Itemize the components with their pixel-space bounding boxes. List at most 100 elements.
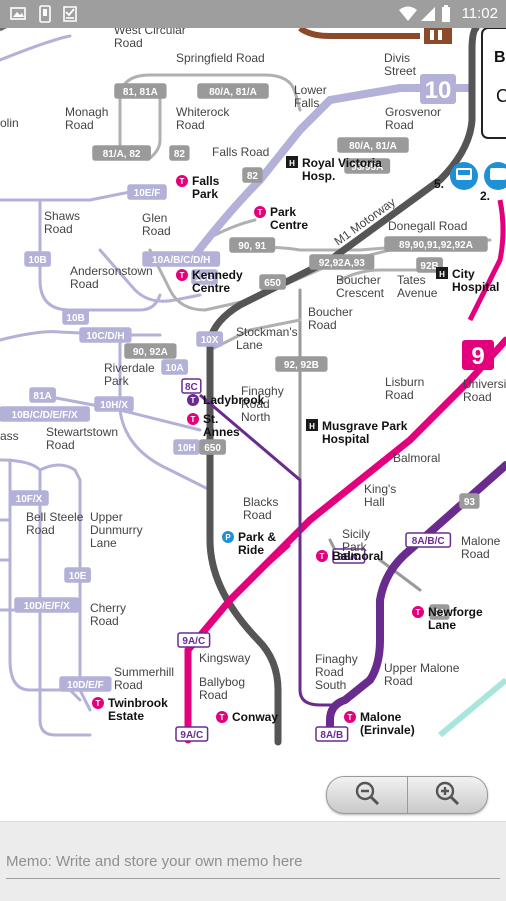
- route-label-tag: 93: [429, 604, 450, 620]
- route-label-text: 10X: [201, 335, 219, 346]
- route-label-tag: 82: [242, 167, 263, 183]
- hospital-icon: [436, 267, 448, 279]
- route-label-tag: 10H/X: [94, 396, 134, 412]
- route-label-text: 92B: [420, 261, 438, 272]
- place-label: UniversityRoad: [463, 377, 506, 404]
- route-label-tag: 92B: [416, 257, 443, 273]
- stop-icon-glyph: H: [309, 422, 315, 431]
- zoom-out-button[interactable]: [327, 777, 408, 813]
- numbered-marker: 5.: [434, 177, 444, 191]
- stop-icon-glyph: P: [225, 533, 231, 542]
- stop-icon-glyph: T: [258, 208, 263, 217]
- route-label-text: 92,92A,93: [319, 258, 366, 269]
- route-label-text: 10B: [28, 255, 46, 266]
- rail-box-mark: [430, 30, 434, 40]
- route-label-tag: 10B/C/D/E/F/X: [0, 406, 90, 422]
- motorway-line: [206, 28, 480, 746]
- route-label-tag: 81, 81A: [114, 83, 167, 99]
- route-label-text: 81/A, 82: [103, 149, 141, 160]
- zoom-in-button[interactable]: [407, 777, 487, 813]
- route-label-text: 92, 92B: [284, 360, 319, 371]
- route-label-text: 650: [204, 443, 221, 454]
- route-label-tag: 10C/D/H: [79, 327, 132, 343]
- status-time: 11:02: [461, 5, 498, 22]
- route-label-tag: 10F/X: [9, 490, 49, 506]
- route-label-text: 8A/B/C: [412, 536, 445, 547]
- route-label-text: 10H: [177, 443, 195, 454]
- route-label-text: 650: [264, 278, 281, 289]
- stop-marker[interactable]: P Park &Ride: [222, 530, 276, 557]
- route-label-tag: 9A/C: [175, 726, 209, 742]
- route-label-tag: 10G: [191, 269, 218, 285]
- route-label-text: 10D/E/F/X: [24, 601, 70, 612]
- zoom-controls: [326, 776, 488, 814]
- stop-label: Park &Ride: [238, 530, 276, 557]
- route-label-tag: 8C: [181, 378, 202, 394]
- stop-icon-glyph: T: [220, 713, 225, 722]
- place-label: olin: [0, 116, 19, 130]
- tram-stop-icon: [412, 606, 424, 618]
- bus-station-icon-glyph: [458, 170, 470, 175]
- route-10-badge[interactable]: [420, 74, 456, 104]
- route-label-tag: 92, 92B: [275, 356, 328, 372]
- route-label-text: 10F/X: [16, 494, 43, 505]
- route-label-text: 93: [464, 497, 476, 508]
- tram-stop-icon: [187, 394, 199, 406]
- place-label: ass: [0, 429, 19, 443]
- route-label-text: 9B/C: [337, 552, 360, 563]
- route-label-tag: 10D/E/F/X: [14, 597, 80, 613]
- route-label-text: 90, 92A: [133, 347, 168, 358]
- route-label-tag: 10X: [196, 331, 223, 347]
- stop-icon-glyph: T: [180, 177, 185, 186]
- route-label-tag: 81/A, 82: [92, 145, 151, 161]
- memo-input[interactable]: [6, 844, 500, 879]
- stop-icon-glyph: T: [320, 552, 325, 561]
- place-label: Springfield Road: [176, 51, 265, 65]
- route-label-text: 89,90,91,92,92A: [399, 240, 473, 251]
- stop-label: Malone(Erinvale): [360, 710, 415, 737]
- stop-icon-glyph: T: [416, 608, 421, 617]
- route-label-text: 81A: [33, 391, 51, 402]
- route-label-tag: 10B: [62, 309, 89, 325]
- route-map[interactable]: Bl C 10 9 81,: [0, 28, 506, 820]
- route-label-text: 93: [434, 608, 446, 619]
- route-10-line: [191, 84, 474, 259]
- route-label-tag: 9A/C: [177, 632, 211, 648]
- route-label-text: 10D/E/F: [67, 680, 104, 691]
- route-map-canvas[interactable]: Bl C 10 9 81,: [0, 28, 506, 820]
- route-label-text: 8A/B: [320, 730, 343, 741]
- stop-label: St.Annes: [203, 412, 240, 439]
- place-label: Kingsway: [199, 651, 250, 665]
- route-9-badge[interactable]: [462, 340, 494, 370]
- hospital-icon: [286, 156, 298, 168]
- stop-icon-glyph: T: [180, 271, 185, 280]
- route-label-text: 82: [174, 149, 186, 160]
- zoom-in-icon: [433, 779, 461, 812]
- route-label-tag: 89,90,91,92,92A: [384, 236, 488, 252]
- route-label-tag: 10D/E/F: [59, 676, 112, 692]
